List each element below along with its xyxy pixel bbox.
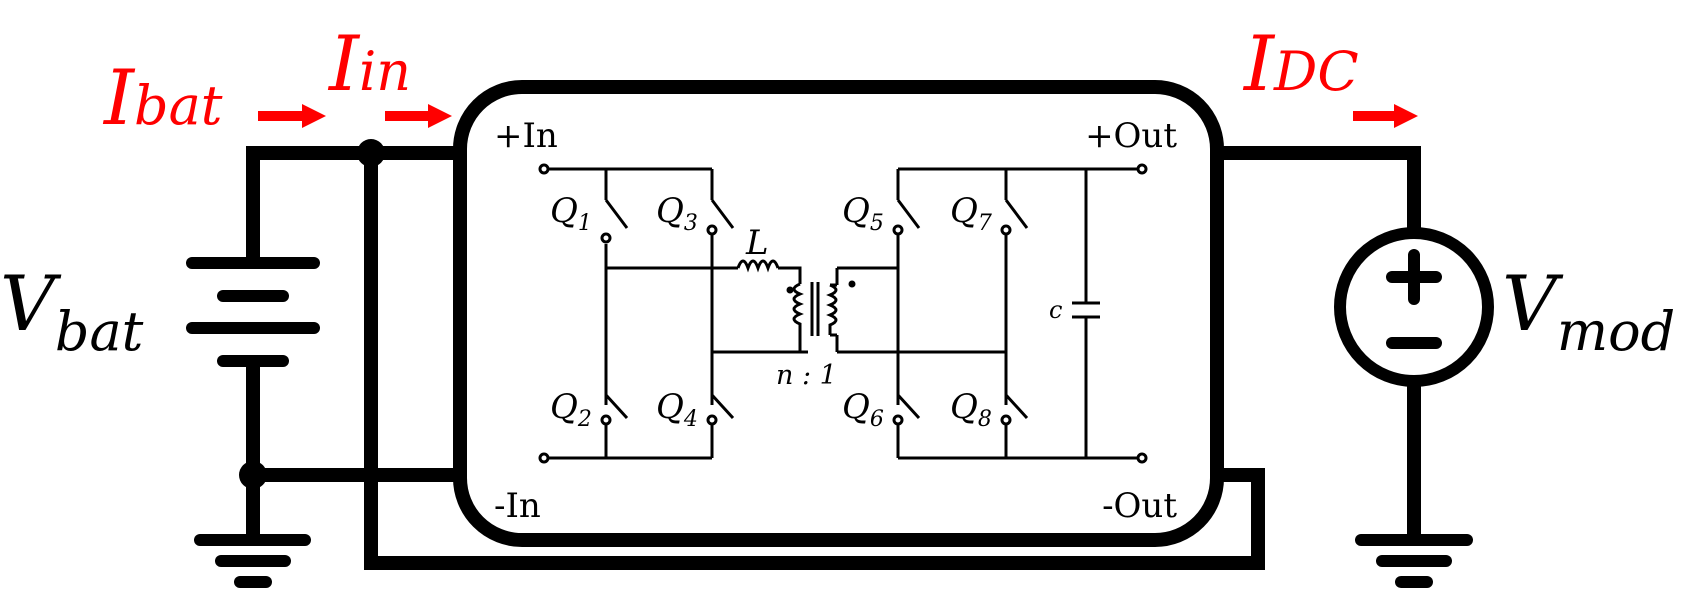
switch-q7-icon — [1000, 199, 1029, 236]
switch-q3-icon — [706, 199, 735, 236]
voltage-source-symbol — [1334, 227, 1494, 387]
output-top-wire — [1217, 146, 1421, 233]
junction-dot-bottom — [239, 461, 267, 489]
switch-q4-icon — [706, 393, 735, 426]
arrow-i-bat-icon — [258, 104, 326, 128]
arrow-i-dc-icon — [1353, 104, 1418, 128]
label-q6: Q6 — [842, 387, 884, 432]
transformer-icon — [792, 282, 838, 354]
switches — [600, 199, 1029, 426]
label-i-in: Iin — [327, 19, 411, 108]
switch-q2-icon — [600, 393, 629, 426]
label-plus-in: +In — [494, 116, 558, 156]
input-top-wire — [246, 146, 460, 263]
transformer-dot-secondary — [848, 280, 856, 288]
label-turns-ratio: n : 1 — [776, 360, 837, 391]
label-q2: Q2 — [550, 387, 592, 432]
label-q3: Q3 — [656, 191, 698, 236]
label-plus-out: +Out — [1085, 116, 1177, 156]
current-arrows — [258, 104, 1418, 128]
label-q4: Q4 — [656, 387, 698, 432]
label-minus-in: -In — [494, 486, 541, 526]
label-q1: Q1 — [550, 191, 592, 236]
label-v-bat: Vbat — [0, 259, 144, 363]
label-minus-out: -Out — [1102, 486, 1177, 526]
label-q7: Q7 — [950, 191, 992, 236]
label-q8: Q8 — [950, 387, 992, 432]
capacitor-icon — [1072, 301, 1100, 319]
battery-symbol — [186, 257, 320, 367]
transformer-dot-primary — [786, 286, 794, 294]
terminal-dots — [538, 163, 1148, 464]
label-q5: Q5 — [842, 191, 884, 236]
inner-circuit — [544, 167, 1142, 460]
switch-q6-icon — [892, 393, 921, 426]
switch-q1-icon — [600, 199, 629, 244]
outer-wiring — [246, 146, 1421, 570]
ground-symbol-right — [1355, 534, 1473, 588]
plus-sign-icon — [1386, 249, 1442, 305]
junction-dot-top — [357, 139, 385, 167]
switch-q5-icon — [892, 199, 921, 236]
return-loop-wire — [364, 153, 1265, 570]
arrow-i-in-icon — [385, 104, 452, 128]
label-i-dc: IDC — [1242, 19, 1359, 108]
converter-module-box — [453, 80, 1224, 547]
label-inductor: L — [745, 223, 769, 263]
label-v-mod: Vmod — [1502, 259, 1675, 363]
switch-q8-icon — [1000, 393, 1029, 426]
label-capacitor: c — [1049, 296, 1062, 324]
inductor-icon — [736, 259, 802, 284]
ground-symbol-left — [194, 534, 311, 588]
label-i-bat: Ibat — [102, 53, 223, 142]
